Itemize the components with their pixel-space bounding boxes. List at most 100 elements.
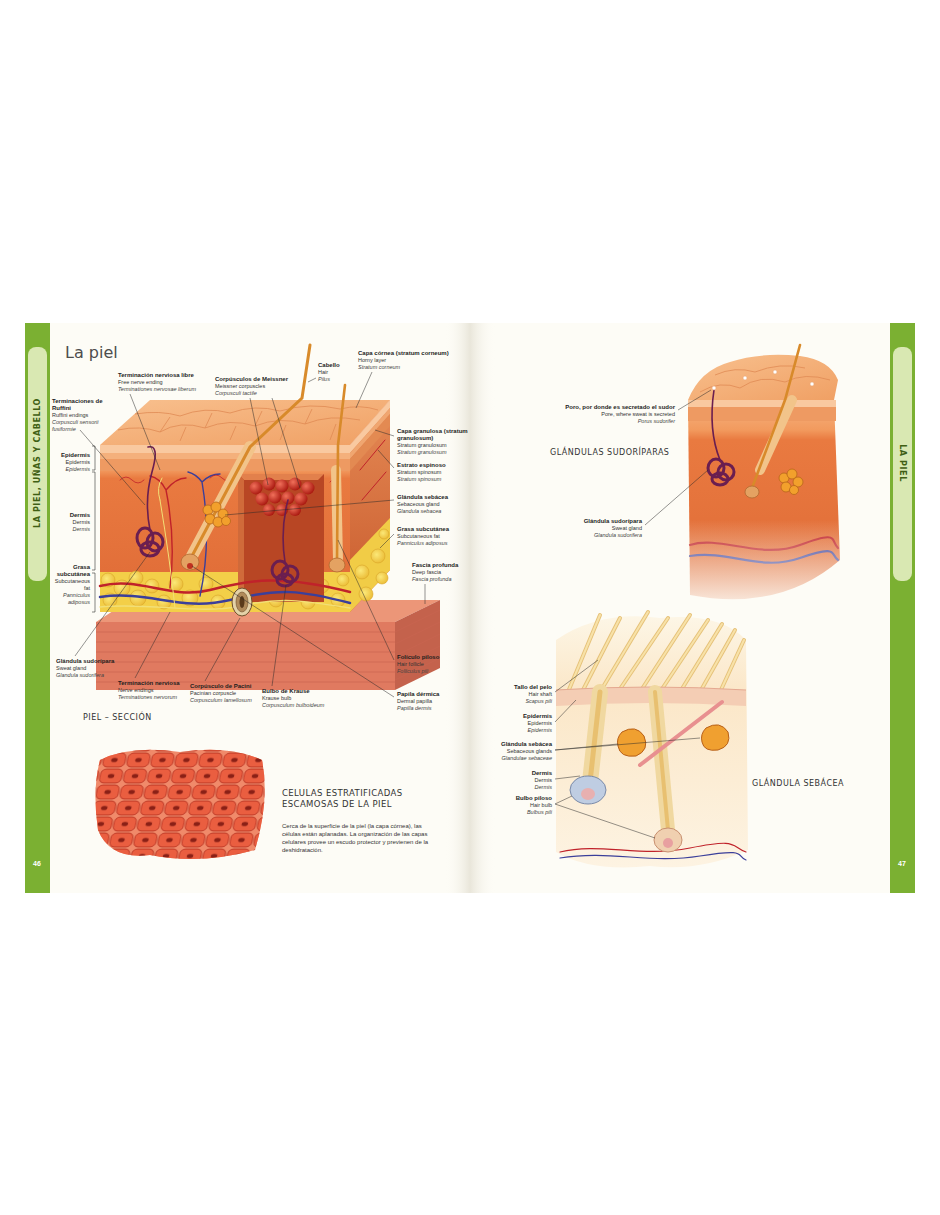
page-title: La piel: [65, 343, 118, 362]
label-la: Panniculus adiposus: [397, 540, 449, 547]
label-la: Glandula sebacea: [397, 508, 448, 515]
callout-label: Tallo del peloHair shaftScapus pili: [514, 684, 552, 705]
label-la: Fascia profunda: [412, 576, 458, 583]
label-en: Nerve endings: [118, 687, 180, 694]
callout-label: Papila dérmicaDermal papillaPapilla derm…: [397, 691, 439, 712]
callout-label: Grasa subcutáneaSubcutaneous fatPannicul…: [54, 564, 90, 606]
label-en: Subcutaneous fat: [397, 533, 449, 540]
callout-label: Glándula sudoríparaSweat glandGlandula s…: [56, 658, 114, 679]
label-es: Grasa subcutánea: [397, 526, 449, 533]
label-es: Bulbo de Krause: [262, 688, 324, 695]
label-la: Stratum spinosum: [397, 476, 446, 483]
label-la: Corpusculi sensorii fusiformie: [52, 419, 116, 433]
label-la: Corpusculi tactile: [215, 390, 288, 397]
figure-heading: GLÁNDULA SEBÁCEA: [752, 779, 844, 788]
label-en: Pore, where sweat is secreted: [565, 411, 675, 418]
callout-label: Folículo pilosoHair follicleFolliculus p…: [397, 654, 439, 675]
box-heading: CELULAS ESTRATIFICADAS ESCAMOSAS DE LA P…: [282, 788, 454, 809]
label-la: Porus sudorifer: [565, 418, 675, 425]
label-la: Dermis: [70, 526, 90, 533]
label-la: Scapus pili: [514, 698, 552, 705]
callout-label: Terminación nerviosa libreFree nerve end…: [118, 372, 196, 393]
label-es: Epidermis: [523, 713, 552, 720]
label-en: Sebaceous glands: [501, 748, 552, 755]
label-en: Horny layer: [358, 357, 449, 364]
label-es: Capa granulosa (stratum granulosum): [397, 428, 469, 442]
label-en: Stratum granulosum: [397, 442, 469, 449]
label-en: Sweat gland: [584, 525, 642, 532]
label-la: Epidermis: [523, 727, 552, 734]
label-es: Terminación nerviosa libre: [118, 372, 196, 379]
label-en: Deep fascia: [412, 569, 458, 576]
label-es: Bulbo piloso: [516, 795, 552, 802]
label-es: Terminaciones de Ruffini: [52, 398, 116, 412]
label-es: Cabello: [318, 362, 340, 369]
label-la: Glandula sudorifera: [56, 672, 114, 679]
label-en: Stratum spinosum: [397, 469, 446, 476]
label-en: Epidermis: [523, 720, 552, 727]
callout-label: Bulbo de KrauseKrause bulbCorpusculum bu…: [262, 688, 324, 709]
label-en: Hair follicle: [397, 661, 439, 668]
label-es: Folículo piloso: [397, 654, 439, 661]
section-tab: LA PIEL, UÑAS Y CABELLO: [33, 398, 42, 528]
callout-label: Capa granulosa (stratum granulosum)Strat…: [397, 428, 469, 456]
label-es: Tallo del pelo: [514, 684, 552, 691]
label-en: Ruffini endings: [52, 412, 116, 419]
callout-label: Glándula sebáceaSebaceous glandGlandula …: [397, 494, 448, 515]
label-es: Dermis: [532, 770, 552, 777]
label-la: Glandula sudorifera: [584, 532, 642, 539]
callout-label: CabelloHairPilus: [318, 362, 340, 383]
label-en: Free nerve ending: [118, 379, 196, 386]
label-la: Corpusculum bulboideum: [262, 702, 324, 709]
label-la: Glandulae sebaceae: [501, 755, 552, 762]
label-la: Stratum corneum: [358, 364, 449, 371]
label-la: Dermis: [532, 784, 552, 791]
callout-label: EpidermisEpidermisEpidermis: [61, 452, 90, 473]
label-es: Dermis: [70, 512, 90, 519]
callout-label: Glándula sudoríparaSweat glandGlandula s…: [584, 518, 642, 539]
label-es: Terminación nerviosa: [118, 680, 180, 687]
label-la: Pilus: [318, 376, 340, 383]
label-en: Epidermis: [61, 459, 90, 466]
body-text: Cerca de la superficie de la piel (la ca…: [282, 822, 434, 854]
callout-label: DermisDermisDermis: [70, 512, 90, 533]
label-en: Hair: [318, 369, 340, 376]
label-es: Papila dérmica: [397, 691, 439, 698]
callout-label: Fascia profundaDeep fasciaFascia profund…: [412, 562, 458, 583]
label-en: Dermis: [532, 777, 552, 784]
label-es: Corpúsculos de Meissner: [215, 376, 288, 383]
label-es: Glándula sudorípara: [56, 658, 114, 665]
label-la: Papilla dermis: [397, 705, 439, 712]
figure-heading: GLÁNDULAS SUDORÍPARAS: [550, 448, 669, 457]
label-es: Corpúsculo de Pacini: [190, 683, 252, 690]
callout-label: Corpúsculos de MeissnerMeissner corpuscl…: [215, 376, 288, 397]
label-es: Fascia profunda: [412, 562, 458, 569]
label-es: Estrato espinoso: [397, 462, 446, 469]
callout-label: Bulbo pilosoHair bulbBulbus pili: [516, 795, 552, 816]
label-en: Hair shaft: [514, 691, 552, 698]
label-en: Dermal papilla: [397, 698, 439, 705]
callout-label: Grasa subcutáneaSubcutaneous fatPannicul…: [397, 526, 449, 547]
label-la: Corpusculum lamellosum: [190, 697, 252, 704]
label-es: Glándula sebácea: [501, 741, 552, 748]
label-es: Epidermis: [61, 452, 90, 459]
callout-label: Terminación nerviosaNerve endingsTermina…: [118, 680, 180, 701]
label-en: Pacinian corpuscle: [190, 690, 252, 697]
label-en: Krause bulb: [262, 695, 324, 702]
label-la: Epidermis: [61, 466, 90, 473]
label-es: Grasa subcutánea: [54, 564, 90, 578]
label-la: Terminationes nervosae liberum: [118, 386, 196, 393]
label-es: Capa córnea (stratum corneum): [358, 350, 449, 357]
page-number: 46: [33, 860, 41, 867]
label-es: Poro, por donde es secretado el sudor: [565, 404, 675, 411]
callout-label: Corpúsculo de PaciniPacinian corpuscleCo…: [190, 683, 252, 704]
callout-label: Poro, por donde es secretado el sudorPor…: [565, 404, 675, 425]
page-number: 47: [898, 860, 906, 867]
callout-label: Terminaciones de RuffiniRuffini endingsC…: [52, 398, 116, 433]
label-es: Glándula sudorípara: [584, 518, 642, 525]
label-en: Meissner corpuscles: [215, 383, 288, 390]
callout-label: DermisDermisDermis: [532, 770, 552, 791]
figure-heading: PIEL – SECCIÓN: [83, 713, 152, 722]
